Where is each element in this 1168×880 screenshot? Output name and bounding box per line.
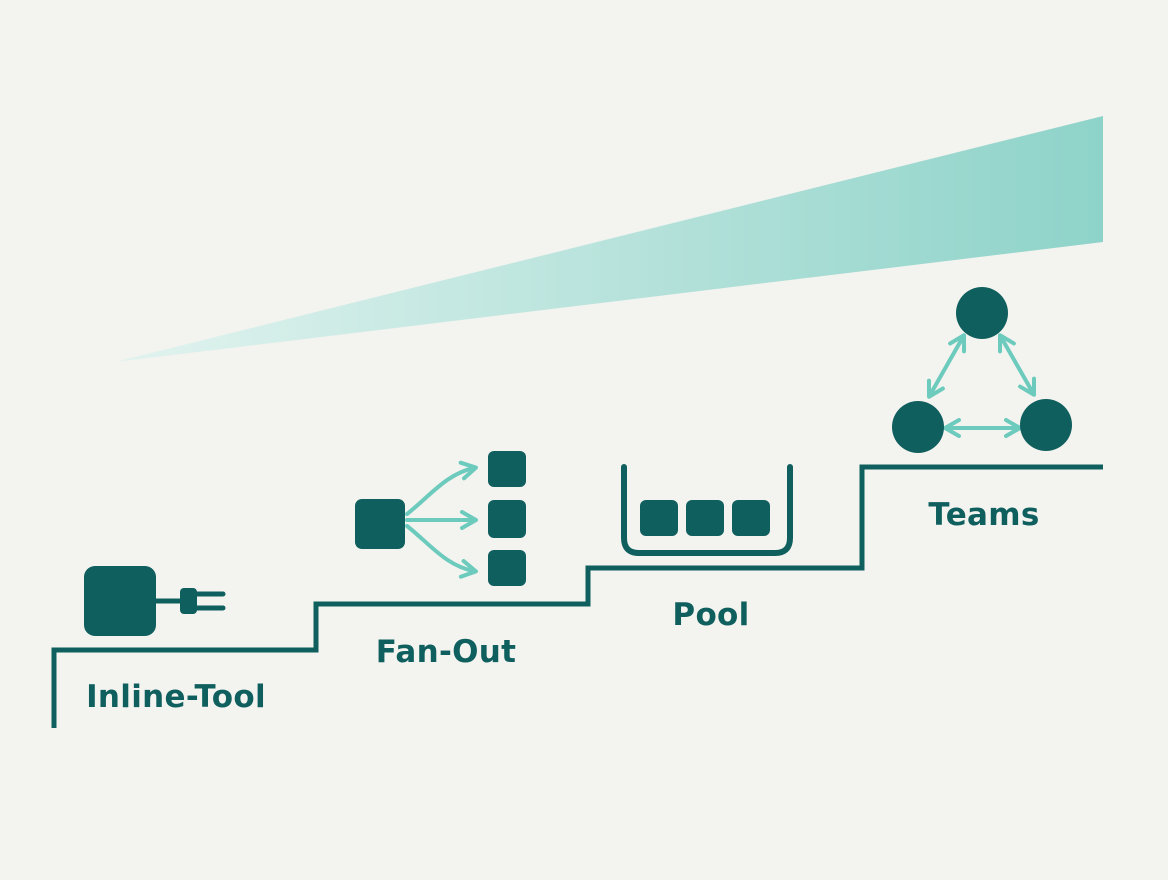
step-label-teams: Teams (928, 497, 1039, 533)
target-block (488, 500, 526, 538)
target-block (488, 550, 526, 586)
team-node (892, 401, 944, 453)
pool-container (621, 464, 793, 556)
pool-item (732, 500, 770, 536)
plug-icon (84, 566, 226, 636)
team-node (956, 287, 1008, 339)
growth-wedge (115, 116, 1103, 362)
step-label-inline-tool: Inline-Tool (86, 679, 266, 715)
step-label-fan-out: Fan-Out (376, 634, 517, 670)
team-node (1020, 399, 1072, 451)
fan-out-icon (355, 451, 526, 586)
pool-item (640, 500, 678, 536)
target-block (488, 451, 526, 487)
step-label-pool: Pool (672, 597, 749, 633)
pool-icon (621, 464, 793, 556)
pool-item (686, 500, 724, 536)
staircase-line (51, 464, 1103, 728)
source-block (355, 499, 405, 549)
team-network-icon (892, 287, 1072, 453)
